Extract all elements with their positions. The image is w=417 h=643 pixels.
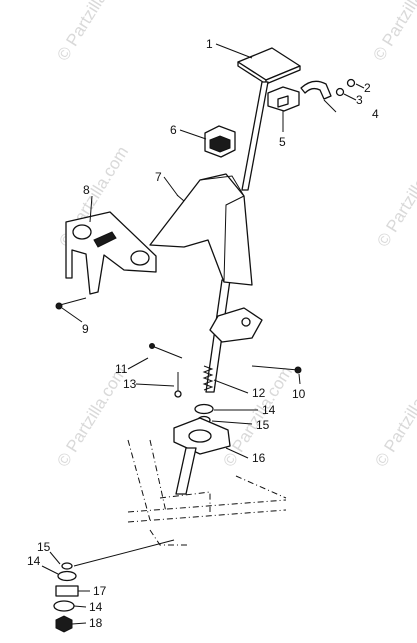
clamp xyxy=(300,80,332,100)
mounting-plate-hole xyxy=(241,317,251,327)
callout-14-lower-b: 14 xyxy=(89,600,103,614)
column-support-bracket xyxy=(149,173,253,286)
pin xyxy=(174,372,182,398)
bearing xyxy=(55,585,79,597)
washer-upper-14 xyxy=(194,403,214,415)
washer-lower-15 xyxy=(61,562,73,570)
clamp-block xyxy=(267,86,300,112)
spring xyxy=(202,365,214,391)
callout-14-upper: 14 xyxy=(262,403,276,417)
callout-1: 1 xyxy=(206,37,213,51)
callout-15-lower: 15 xyxy=(37,540,51,554)
callout-13: 13 xyxy=(123,377,137,391)
watermark-mid-right: © Partzilla.com xyxy=(373,143,417,250)
mounting-plate xyxy=(209,307,263,343)
callout-4: 4 xyxy=(372,107,379,121)
lower-nut xyxy=(55,615,73,633)
callout-12: 12 xyxy=(252,386,266,400)
callout-10: 10 xyxy=(292,387,306,401)
leader-lines xyxy=(41,43,365,625)
washer xyxy=(335,87,345,97)
cotter-pin xyxy=(149,343,183,359)
callout-3: 3 xyxy=(356,93,363,107)
callout-8: 8 xyxy=(83,183,90,197)
bushing-block xyxy=(204,125,236,158)
callout-15-upper: 15 xyxy=(256,418,270,432)
callout-17: 17 xyxy=(93,584,107,598)
watermark-low-left: © Partzilla.com xyxy=(53,363,130,470)
washer-lower-14a xyxy=(57,570,77,582)
callout-9: 9 xyxy=(82,322,89,336)
nut xyxy=(346,78,356,88)
washer-lower-14b xyxy=(53,600,75,612)
callout-16: 16 xyxy=(252,451,266,465)
watermark-top-right: © Partzilla.com xyxy=(369,0,417,64)
callout-14-lower-a: 14 xyxy=(27,554,41,568)
handlebar-mount-plate xyxy=(237,47,301,85)
front-bracket xyxy=(65,211,157,295)
callout-2: 2 xyxy=(364,81,371,95)
watermark-top-left: © Partzilla.com xyxy=(53,0,130,64)
callout-18: 18 xyxy=(89,616,103,630)
steering-arm xyxy=(173,417,231,495)
watermark-low-right: © Partzilla.com xyxy=(371,363,417,470)
callout-11: 11 xyxy=(115,362,128,376)
callout-5: 5 xyxy=(279,135,286,149)
lower-frame xyxy=(127,439,287,546)
callout-7: 7 xyxy=(155,170,162,184)
callout-6: 6 xyxy=(170,123,177,137)
lower-bolt xyxy=(55,297,87,310)
